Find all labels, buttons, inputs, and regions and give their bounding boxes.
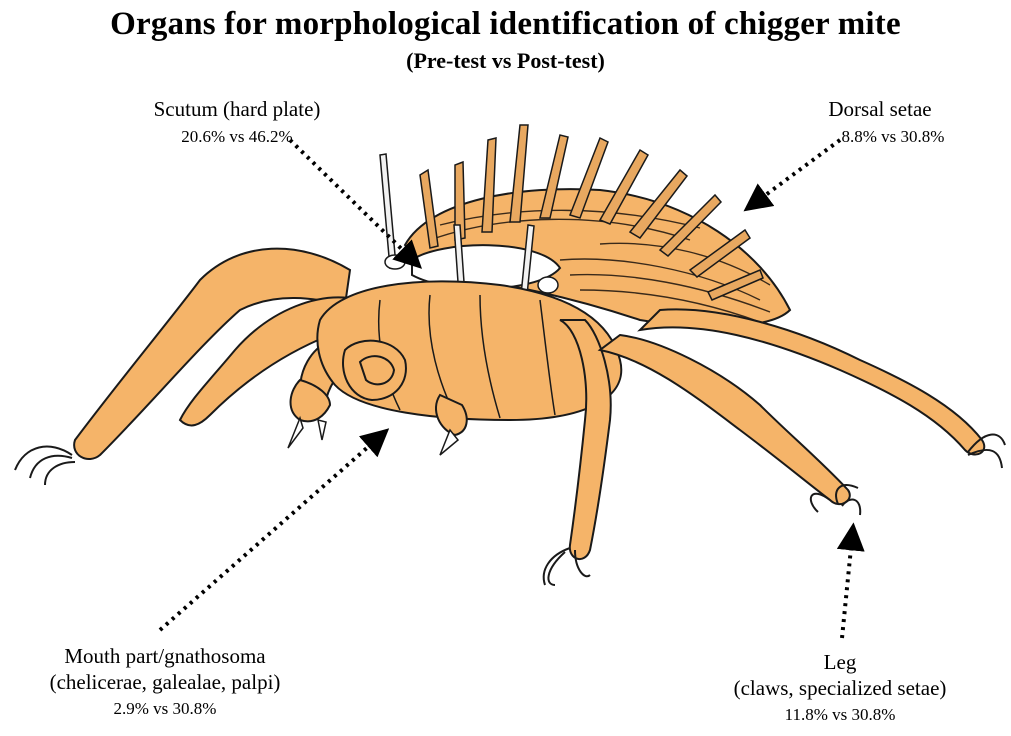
scutum-label: Scutum (hard plate) 20.6% vs 46.2% bbox=[112, 97, 362, 147]
leg-detail: (claws, specialized setae) bbox=[695, 676, 985, 702]
scutum-name: Scutum (hard plate) bbox=[112, 97, 362, 123]
right-legs bbox=[560, 309, 984, 559]
dorsal-setae-label: Dorsal setae 8.8% vs 30.8% bbox=[780, 97, 980, 147]
leg-values: 11.8% vs 30.8% bbox=[695, 705, 985, 726]
dorsal-setae-name: Dorsal setae bbox=[780, 97, 980, 123]
left-legs bbox=[74, 249, 360, 459]
arrow-to-leg bbox=[842, 528, 853, 638]
dorsal-setae-values: 8.8% vs 30.8% bbox=[806, 127, 980, 148]
mouth-part-name: Mouth part/gnathosoma bbox=[20, 644, 310, 670]
arrow-to-scutum bbox=[290, 140, 418, 265]
mouth-part-detail: (chelicerae, galealae, palpi) bbox=[20, 670, 310, 696]
leg-name: Leg bbox=[695, 650, 985, 676]
arrow-to-mouth-part bbox=[160, 432, 385, 630]
left-claws bbox=[15, 447, 75, 485]
mouth-part-label: Mouth part/gnathosoma (chelicerae, galea… bbox=[20, 644, 310, 720]
scutum-values: 20.6% vs 46.2% bbox=[112, 127, 362, 148]
leg-label: Leg (claws, specialized setae) 11.8% vs … bbox=[695, 650, 985, 726]
chelicerae-claws bbox=[288, 418, 458, 455]
mouth-part-values: 2.9% vs 30.8% bbox=[20, 699, 310, 720]
arrow-to-dorsal-setae bbox=[748, 140, 840, 208]
gnathosoma bbox=[343, 341, 406, 400]
